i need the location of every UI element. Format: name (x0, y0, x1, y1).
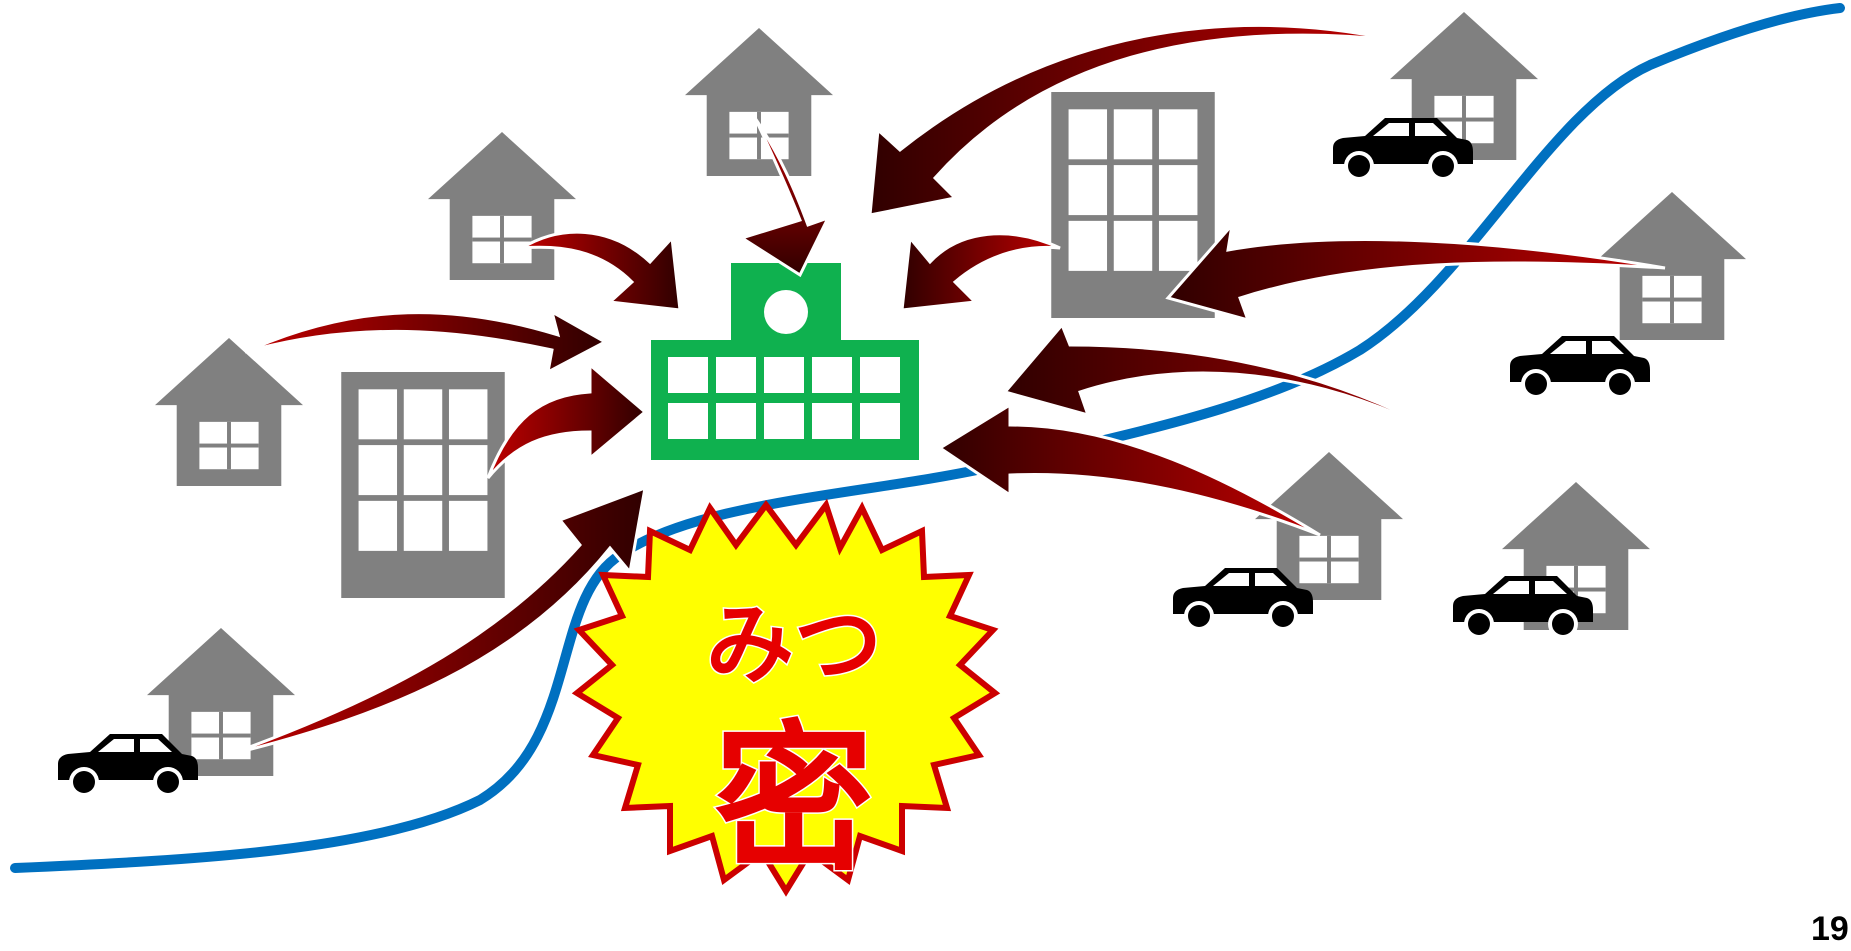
curved-arrow-icon (244, 308, 609, 375)
curved-arrow-icon (868, 24, 1396, 217)
curved-arrow-icon (486, 361, 648, 479)
apartment-building-icon (341, 372, 505, 598)
river-line (10, 3, 1845, 873)
curved-arrow-icon (1002, 322, 1546, 507)
starburst-callout: みつ 密 (571, 498, 1001, 897)
curved-arrow-icon (937, 402, 1321, 537)
starburst-shape (571, 498, 1001, 897)
house-icon (428, 132, 576, 280)
curved-arrow-icon (900, 232, 1061, 312)
house-icon (155, 338, 303, 486)
car-icon (1510, 336, 1650, 399)
curved-arrow-icon (738, 117, 831, 278)
house-icon (685, 28, 833, 176)
curved-arrow-icon (521, 230, 682, 312)
school-building-icon (651, 263, 919, 460)
page-number: 19 (1811, 910, 1849, 948)
curved-arrow-icon (227, 485, 647, 757)
curved-arrow-icon (1165, 220, 1666, 323)
burst-kana: みつ (706, 593, 882, 696)
burst-kanji: 密 (714, 706, 874, 893)
